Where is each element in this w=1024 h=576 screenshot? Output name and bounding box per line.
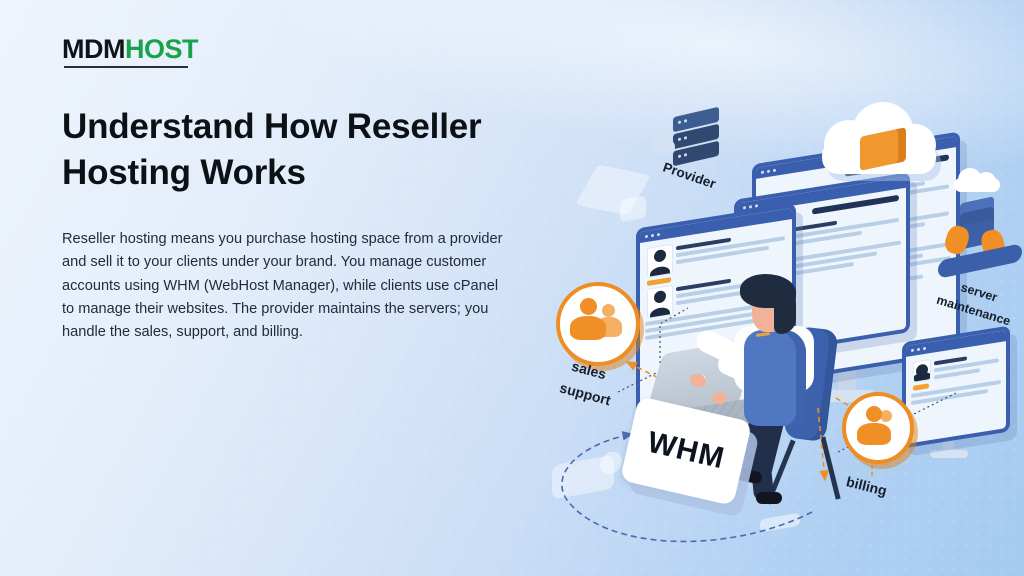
- chair-leg: [820, 436, 841, 500]
- provider-person-head: [655, 126, 667, 138]
- page-title: Understand How Reseller Hosting Works: [62, 107, 482, 192]
- decor-tile: [760, 512, 800, 533]
- sales-support-label: sales support: [558, 357, 613, 409]
- provider-person-body: [651, 139, 675, 155]
- person-shoe: [756, 492, 782, 504]
- status-badge: [913, 383, 929, 391]
- sales-support-icon: [556, 282, 640, 366]
- person-hair-back: [774, 292, 796, 334]
- billing-icon: [842, 392, 914, 464]
- user-avatar: [647, 284, 673, 319]
- monitor-stand-base: [930, 450, 968, 458]
- decor-cube-small-icon: [620, 195, 646, 223]
- cloud-folder-icon: [818, 100, 942, 184]
- browser-window-small: [902, 325, 1010, 449]
- brand-logo-underline: [64, 66, 188, 68]
- person-hand: [712, 392, 727, 404]
- whm-label: WHM: [644, 425, 728, 476]
- billing-label: billing: [844, 473, 889, 499]
- user-avatar: [913, 358, 931, 383]
- user-avatar: [647, 243, 673, 278]
- brand-logo: MDMHOST: [62, 34, 199, 65]
- decor-camera-lens-icon: [600, 450, 622, 476]
- server-maintenance-icon: [938, 168, 1024, 279]
- provider-server-icon: [651, 106, 729, 172]
- brand-logo-prefix: MDM: [62, 34, 125, 64]
- brand-logo-suffix: HOST: [124, 34, 199, 64]
- page-description: Reseller hosting means you purchase host…: [62, 231, 503, 341]
- person-vest: [744, 330, 806, 426]
